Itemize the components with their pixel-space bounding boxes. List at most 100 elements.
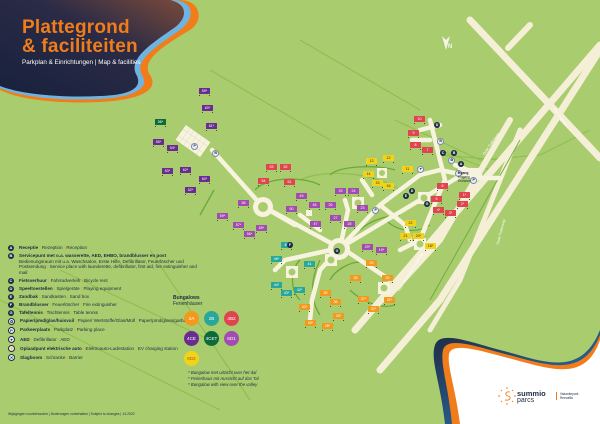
bungalow-lot[interactable]: 56* bbox=[155, 119, 166, 127]
facility-marker-icon[interactable]: D bbox=[434, 122, 440, 128]
bungalow-lot[interactable]: 58 bbox=[238, 200, 249, 208]
facility-marker-icon[interactable]: ♥ bbox=[417, 166, 425, 174]
bungalow-lot[interactable]: 9 bbox=[408, 130, 419, 138]
bungalow-lot[interactable]: 23 bbox=[357, 205, 368, 213]
facility-marker-icon[interactable]: D bbox=[409, 188, 415, 194]
bungalow-lot[interactable]: 28* bbox=[322, 323, 333, 331]
facility-marker-icon[interactable]: A bbox=[458, 161, 464, 167]
bungalow-lot[interactable]: 52 bbox=[280, 164, 291, 172]
bungalow-lot[interactable]: 44* bbox=[271, 282, 282, 290]
bungalow-lot[interactable]: 26 bbox=[325, 202, 336, 210]
legend-item-aed: ♥AED | Defibrillator | AED bbox=[8, 336, 198, 344]
reception-icon: A bbox=[8, 244, 14, 251]
facility-marker-icon[interactable]: E bbox=[403, 193, 409, 199]
bungalow-lot[interactable]: 33* bbox=[333, 313, 344, 321]
bungalow-lot[interactable]: 59* bbox=[199, 88, 210, 96]
bungalow-lot[interactable]: 60* bbox=[202, 105, 213, 113]
bungalow-lot[interactable]: 41 bbox=[304, 261, 315, 269]
bungalow-lot[interactable]: 51 bbox=[284, 179, 295, 187]
bungalow-lot[interactable]: 59* bbox=[217, 213, 228, 221]
bungalow-lot[interactable]: 40* bbox=[299, 304, 310, 312]
legend-item-text: Parkeerplaats | Parkplatz | Parking plac… bbox=[20, 327, 105, 333]
bungalow-lot[interactable]: 14 bbox=[363, 171, 374, 179]
facility-marker-icon[interactable]: B bbox=[451, 150, 457, 156]
bungalow-lot[interactable]: 6 bbox=[437, 183, 448, 191]
bungalow-lot[interactable]: 55* bbox=[153, 139, 164, 147]
bungalow-lot[interactable]: 13 bbox=[366, 158, 377, 166]
bungalow-lot[interactable]: 43* bbox=[281, 290, 292, 298]
facility-marker-icon[interactable]: G bbox=[424, 201, 430, 207]
bungalow-lot[interactable]: 37* bbox=[358, 296, 369, 304]
brand-sub-1: Vakantiepark bbox=[560, 392, 579, 396]
bungalow-lot[interactable]: 10 bbox=[414, 116, 425, 124]
facility-marker-icon[interactable]: ♻ bbox=[448, 157, 456, 165]
bungalow-notes: * Bungalow met uitzicht over het dal * F… bbox=[188, 370, 259, 389]
bungalow-lot[interactable]: 32* bbox=[368, 306, 379, 314]
legend-item-text: Zandbak | Sandkasten | Sand box bbox=[19, 294, 89, 300]
bungalow-lot[interactable]: 47 bbox=[310, 221, 321, 229]
separator: | bbox=[56, 336, 61, 342]
bicycle-icon: C bbox=[8, 277, 14, 284]
bungalow-lot[interactable]: 18* bbox=[425, 243, 436, 251]
facility-marker-icon[interactable]: F bbox=[287, 242, 293, 248]
bungalow-lot[interactable]: 46* bbox=[271, 256, 282, 264]
bungalow-lot[interactable]: 22 bbox=[405, 220, 416, 228]
bungalow-lot[interactable]: 7 bbox=[422, 147, 433, 155]
bungalow-lot[interactable]: 49 bbox=[296, 193, 307, 201]
bungalow-lot[interactable]: 27 bbox=[330, 215, 341, 223]
bungalow-lot[interactable]: 38 bbox=[350, 275, 361, 283]
facility-marker-icon[interactable]: G bbox=[334, 248, 340, 254]
facility-marker-icon[interactable]: P bbox=[470, 177, 478, 185]
bungalow-lot[interactable]: 55* bbox=[256, 225, 267, 233]
bungalow-lot[interactable]: 54 bbox=[258, 178, 269, 186]
facility-marker-icon[interactable]: B bbox=[437, 138, 445, 146]
bungalow-lot[interactable]: 16 bbox=[383, 183, 394, 191]
bungalow-lot[interactable]: 45 bbox=[281, 242, 292, 250]
bungalow-lot[interactable]: 53 bbox=[266, 164, 277, 172]
bungalow-lot[interactable]: 60* bbox=[199, 176, 210, 184]
bungalow-lot[interactable]: 52* bbox=[185, 187, 196, 195]
bungalow-lot[interactable]: 15 bbox=[372, 180, 383, 188]
bungalow-lot[interactable]: 20* bbox=[362, 244, 373, 252]
footer-disclaimer: Wijzigingen voorbehouden | Änderungen vo… bbox=[8, 412, 135, 416]
bungalow-lot[interactable]: 35 bbox=[320, 290, 331, 298]
bungalow-lot[interactable]: 3* bbox=[445, 210, 456, 218]
bungalow-lot[interactable]: 39* bbox=[305, 320, 316, 328]
bungalow-lot[interactable]: 1* bbox=[459, 192, 470, 200]
north-arrow-icon: N bbox=[448, 44, 453, 50]
bungalow-lot[interactable]: 53* bbox=[162, 168, 173, 176]
bungalow-lot[interactable]: 50 bbox=[286, 206, 297, 214]
bungalow-lot[interactable]: 2* bbox=[457, 201, 468, 209]
bungalow-lot[interactable]: 11 bbox=[402, 166, 413, 174]
bungalow-lot[interactable]: 8 bbox=[410, 142, 421, 150]
bungalow-lot[interactable]: 25 bbox=[335, 188, 346, 196]
bungalow-lot[interactable]: 20* bbox=[413, 233, 424, 241]
bungalow-lot[interactable]: 42* bbox=[294, 287, 305, 295]
bungalow-lot[interactable]: 29 bbox=[366, 260, 377, 268]
bungalow-lot[interactable]: 5 bbox=[431, 196, 442, 204]
bungalow-lot[interactable]: 24 bbox=[348, 188, 359, 196]
bungalow-lot[interactable]: 12 bbox=[383, 155, 394, 163]
facility-marker-icon[interactable]: P bbox=[191, 143, 199, 151]
bungalow-lot[interactable]: 56* bbox=[244, 231, 255, 239]
bungalow-lot[interactable]: 30 bbox=[382, 275, 393, 283]
legend-label-nl: Receptie bbox=[19, 245, 39, 250]
bungalow-lot[interactable]: 48 bbox=[309, 202, 320, 210]
bungalow-lot[interactable]: 4* bbox=[433, 207, 444, 215]
bungalow-lot[interactable]: 57* bbox=[233, 222, 244, 230]
bungalow-lot[interactable]: 54* bbox=[167, 145, 178, 153]
bungalow-lot[interactable]: 31* bbox=[384, 297, 395, 305]
bungalow-lot[interactable]: 62* bbox=[180, 167, 191, 175]
facility-marker-icon[interactable]: P bbox=[372, 207, 380, 215]
facility-marker-icon[interactable]: C bbox=[440, 150, 446, 156]
bungalow-lot[interactable]: 36 bbox=[330, 299, 341, 307]
facility-marker-icon[interactable]: F bbox=[455, 170, 463, 178]
bungalow-lot[interactable]: 21 bbox=[400, 233, 411, 241]
bungalow-lot[interactable]: 61* bbox=[206, 123, 217, 131]
facility-marker-icon[interactable]: B bbox=[212, 150, 220, 158]
bungalow-lot[interactable]: 28 bbox=[344, 221, 355, 229]
bungalow-lot[interactable]: 19* bbox=[376, 247, 387, 255]
